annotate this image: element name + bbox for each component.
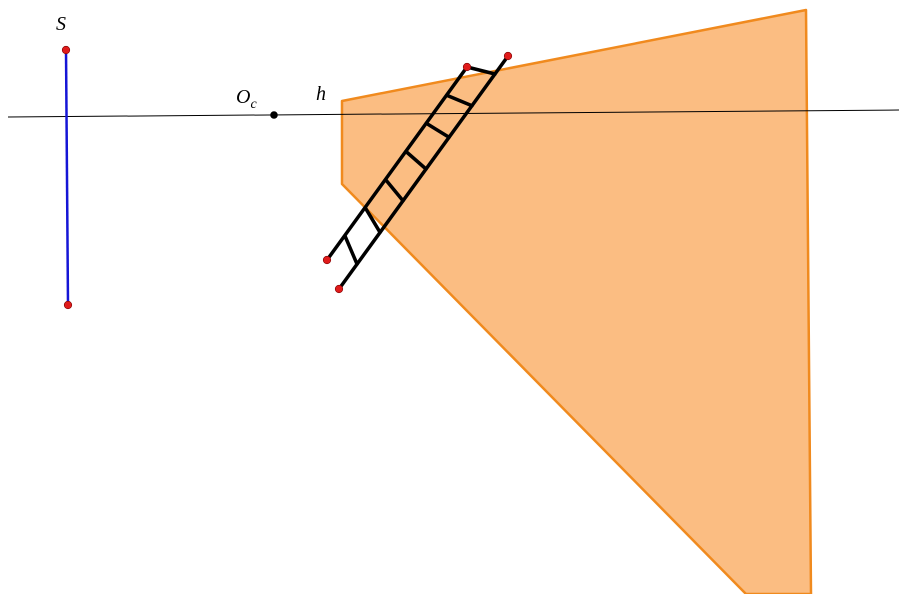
ladder-rung (383, 177, 405, 203)
label-oc-main: O (236, 86, 250, 108)
ladder-point-top-left[interactable] (462, 62, 472, 72)
segment-bottom-point[interactable] (63, 300, 73, 310)
ladder-rung (404, 149, 428, 171)
ladder-point-bottom-left[interactable] (322, 255, 332, 265)
horizon-line (7, 109, 899, 118)
ladder-rung (444, 93, 474, 108)
ladder-rungs (343, 65, 497, 266)
ladder-point-top-right[interactable] (503, 51, 513, 61)
orange-region (340, 8, 813, 594)
ladder-rail-right (337, 54, 510, 291)
ladder-rung (465, 65, 497, 76)
label-s: S (56, 13, 66, 35)
center-point[interactable] (270, 111, 278, 119)
ladder-rung (363, 206, 382, 235)
label-h: h (316, 83, 326, 105)
ladder-rung (343, 234, 359, 266)
segment-s (64, 49, 70, 306)
ladder (325, 54, 510, 291)
ladder-point-bottom-right[interactable] (334, 284, 344, 294)
ladder-rail-left (325, 65, 469, 262)
label-oc: Oc (236, 86, 257, 112)
label-oc-sub: c (250, 97, 257, 112)
ladder-rung (424, 121, 451, 140)
segment-top-point[interactable] (61, 45, 71, 55)
